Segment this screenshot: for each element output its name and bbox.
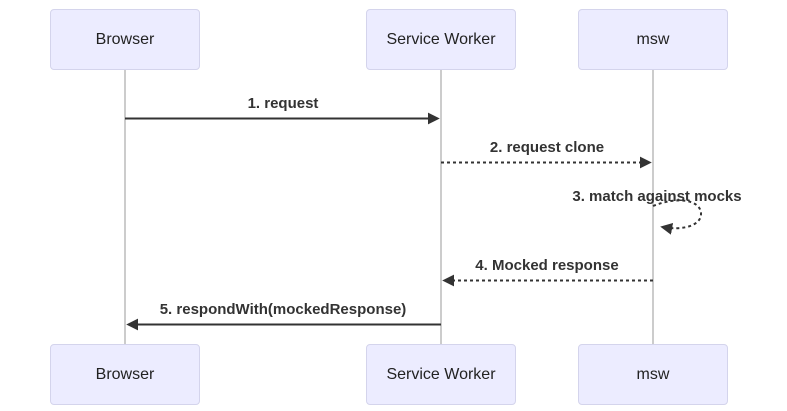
- lifeline-browser: [124, 70, 126, 346]
- actor-box-msw-top: msw: [578, 9, 728, 70]
- actor-label-browser: Browser: [95, 365, 155, 383]
- actor-label-service-worker: Service Worker: [386, 30, 496, 48]
- message-label-match-against-mocks: 3. match against mocks: [572, 188, 742, 205]
- actor-box-service-worker-top: Service Worker: [366, 9, 516, 70]
- message-label-mocked-response: 4. Mocked response: [475, 257, 619, 274]
- actor-box-msw-bottom: msw: [578, 344, 728, 405]
- message-label-respondwith: 5. respondWith(mockedResponse): [159, 301, 407, 318]
- message-label-request-clone: 2. request clone: [489, 139, 605, 156]
- actor-label-service-worker: Service Worker: [386, 365, 496, 383]
- actor-box-browser-bottom: Browser: [50, 344, 200, 405]
- lifeline-msw: [652, 70, 654, 346]
- actor-box-service-worker-bottom: Service Worker: [366, 344, 516, 405]
- actor-box-browser-top: Browser: [50, 9, 200, 70]
- message-label-request: 1. request: [247, 95, 319, 112]
- actor-label-browser: Browser: [95, 30, 155, 48]
- lifeline-service-worker: [440, 70, 442, 346]
- message-arrow-3-self-loop: [652, 199, 702, 235]
- actor-label-msw: msw: [636, 30, 670, 48]
- actor-label-msw: msw: [636, 365, 670, 383]
